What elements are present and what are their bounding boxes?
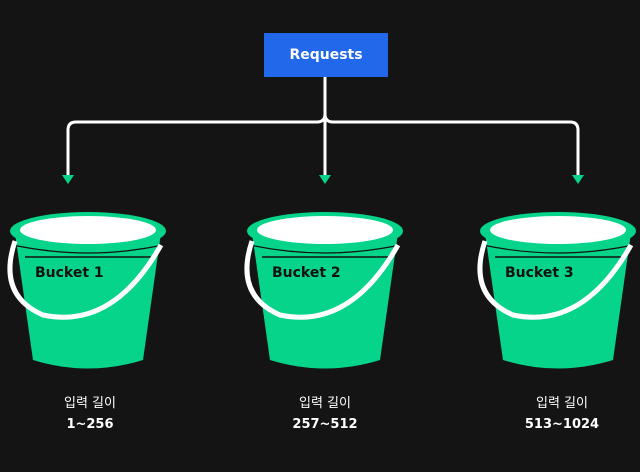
bucket-icon xyxy=(477,212,636,369)
requests-node: Requests xyxy=(264,33,388,77)
bucket-icon xyxy=(7,212,166,369)
bucket-2-caption: 입력 길이 257~512 xyxy=(292,396,358,432)
bucket-icon xyxy=(244,212,403,369)
arrow-head-icon xyxy=(572,175,584,184)
bucket-label: Bucket 3 xyxy=(505,265,574,281)
bucket-label: Bucket 1 xyxy=(35,265,104,281)
bucket-3-caption: 입력 길이 513~1024 xyxy=(524,396,600,432)
bucket-1: Bucket 1 xyxy=(3,205,173,375)
bucket-2: Bucket 2 xyxy=(240,205,410,375)
bucket-label: Bucket 2 xyxy=(272,265,341,281)
arrow-head-icon xyxy=(62,175,74,184)
bucket-1-caption: 입력 길이 1~256 xyxy=(64,396,116,432)
arrow-head-icon xyxy=(319,175,331,184)
bucket-3: Bucket 3 xyxy=(473,205,640,375)
